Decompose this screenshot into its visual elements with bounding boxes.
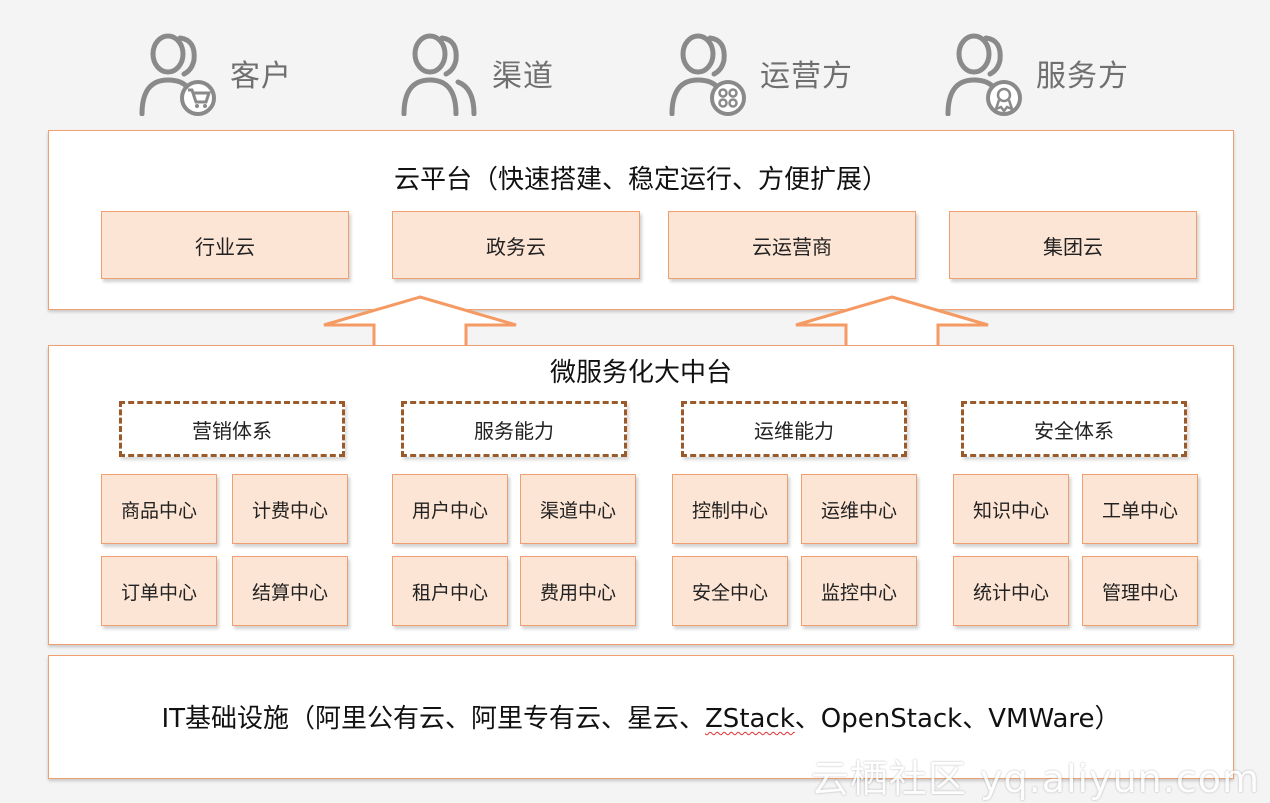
cell-product-center: 商品中心	[101, 474, 217, 544]
infra-prefix: IT基础设施（阿里公有云、阿里专有云、星云、	[161, 704, 705, 734]
group-ops-capability: 运维能力	[681, 401, 907, 457]
cell-user-center: 用户中心	[392, 474, 508, 544]
cell-order-center: 订单中心	[101, 556, 217, 626]
cell-ticket-center: 工单中心	[1082, 474, 1198, 544]
roles-row: 客户 渠道 运营方	[0, 20, 1270, 120]
cell-knowledge-center: 知识中心	[953, 474, 1069, 544]
middle-platform-panel: 微服务化大中台 营销体系 商品中心 计费中心 订单中心 结算中心 服务能力 用户…	[48, 345, 1234, 645]
cell-ops-center: 运维中心	[801, 474, 917, 544]
group-marketing: 营销体系	[119, 401, 345, 457]
group-service-capability: 服务能力	[401, 401, 627, 457]
cell-management-center: 管理中心	[1082, 556, 1198, 626]
cell-expense-center: 费用中心	[520, 556, 636, 626]
user-icon	[401, 33, 477, 116]
cell-billing-center: 计费中心	[232, 474, 348, 544]
role-customer: 客户	[138, 28, 292, 118]
role-operator: 运营方	[668, 28, 853, 118]
user-grid-icon	[669, 33, 746, 116]
infrastructure-panel: IT基础设施（阿里公有云、阿里专有云、星云、ZStack、OpenStack、V…	[48, 655, 1234, 779]
cell-security-center: 安全中心	[672, 556, 788, 626]
watermark: 云栖社区 yq.aliyun.com	[810, 757, 1260, 801]
cell-channel-center: 渠道中心	[520, 474, 636, 544]
role-label: 运营方	[760, 59, 853, 94]
infrastructure-title: IT基础设施（阿里公有云、阿里专有云、星云、ZStack、OpenStack、V…	[49, 698, 1233, 735]
infra-zstack: ZStack	[705, 704, 795, 734]
cloud-platform-panel: 云平台（快速搭建、稳定运行、方便扩展） 行业云 政务云 云运营商 集团云	[48, 130, 1234, 310]
role-service-provider: 服务方	[944, 28, 1129, 118]
cloud-box-government: 政务云	[392, 211, 640, 279]
cell-settlement-center: 结算中心	[232, 556, 348, 626]
cell-control-center: 控制中心	[672, 474, 788, 544]
user-badge-icon	[945, 33, 1022, 116]
user-cart-icon	[139, 33, 216, 116]
cloud-box-operator: 云运营商	[668, 211, 916, 279]
role-label: 客户	[230, 59, 292, 94]
cell-monitor-center: 监控中心	[801, 556, 917, 626]
infra-suffix: 、OpenStack、VMWare）	[794, 704, 1121, 734]
role-channel: 渠道	[400, 28, 554, 118]
middle-platform-title: 微服务化大中台	[549, 358, 732, 388]
cloud-box-group: 集团云	[949, 211, 1197, 279]
group-security-system: 安全体系	[961, 401, 1187, 457]
role-label: 渠道	[492, 59, 554, 94]
cloud-box-industry: 行业云	[101, 211, 349, 279]
cell-tenant-center: 租户中心	[392, 556, 508, 626]
role-label: 服务方	[1036, 59, 1129, 94]
cell-statistics-center: 统计中心	[953, 556, 1069, 626]
cloud-platform-title: 云平台（快速搭建、稳定运行、方便扩展）	[393, 165, 888, 195]
